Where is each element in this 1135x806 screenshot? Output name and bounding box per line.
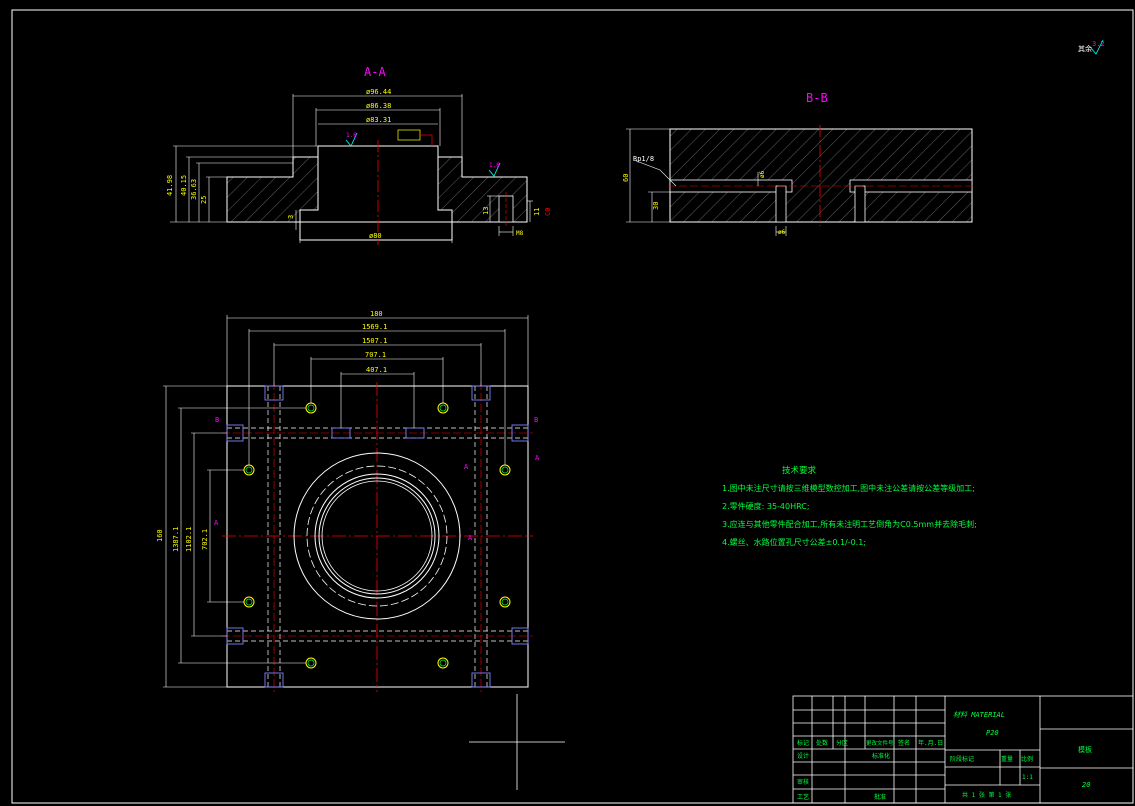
dim-aa-h3: 36.63 [190,179,198,200]
dim-plan-w3: 707.1 [365,351,386,359]
dim-aa-h2: 40.15 [180,175,188,196]
dim-aa-d3: ø83.31 [366,116,391,124]
section-bb-dims [626,128,787,236]
tb-mid-0: 标准化 [872,752,890,760]
corner-roughness: 其余 3.2 [1078,39,1105,55]
cad-crosshair [469,694,565,790]
dim-bb-hole: ø6 [759,170,766,178]
plan-marker-a-right-2: A [464,463,469,471]
dim-aa-step: 3 [287,215,295,219]
tb-stage-2: 比例 [1021,755,1033,763]
dim-aa-bottom: ø80 [369,232,382,240]
dim-aa-right-side: C0 [544,208,552,216]
tb-stage-1: 重量 [1001,755,1013,763]
tb-part-name: 模板 [1078,745,1092,754]
dim-plan-h3: 702.1 [201,529,209,550]
plan-ring-inner-3 [321,480,433,592]
title-block-text: 材料 MATERIAL P20 标记 处数 分区 更改文件号 签名 年.月.日 … [797,711,1092,801]
section-aa-label: A-A [364,65,386,79]
technical-notes: 技术要求 1.图中未注尺寸请按三维模型数控加工,图中未注公差请按公差等级加工; … [722,462,1042,552]
tb-quantity: 20 [1082,781,1090,789]
title-block [792,695,1134,804]
dim-aa-right-h: 11 [533,208,541,216]
section-aa-bore [317,145,439,157]
section-bb-port-right [854,185,866,223]
tb-hdr-3: 更改文件号 [866,739,894,747]
dim-plan-h1: 1387.1 [172,527,180,552]
tb-stage-0: 阶段标记 [950,755,974,763]
plan-view: B B A A A A 180 1569.1 1507.1 707.1 407.… [156,310,540,692]
dim-bb-thread: Rp1/8 [633,155,654,163]
plan-ring-inner-1 [314,473,440,599]
tb-mid-1: 批准 [874,793,886,801]
section-aa-datum-leader [420,134,433,146]
plan-dims [163,315,529,688]
section-aa-roughness-value-1: 1.6 [346,132,357,139]
plan-marker-a-left: A [214,519,219,527]
plan-marker-a-mid: A [468,534,473,542]
tb-sheet: 共 1 张 第 1 张 [962,791,1011,799]
dim-plan-h-total: 160 [156,529,164,542]
tb-left-0: 设计 [797,752,809,760]
dim-aa-hole-h: 13 [482,207,490,215]
section-bb-label: B-B [806,91,828,105]
plan-outline [226,385,529,688]
tb-hdr-0: 标记 [797,739,809,747]
plan-ports [226,385,529,688]
plan-ring-groove [306,465,448,607]
section-aa-bottom-step [299,221,453,241]
tb-left-2: 工艺 [797,793,809,801]
tb-left-1: 审核 [797,778,809,786]
tb-material-label: 材料 MATERIAL [953,711,1005,719]
drawing-frame [11,9,1134,804]
section-aa-roughness-value-2: 1.6 [489,162,500,169]
dim-plan-w-total: 180 [370,310,383,318]
dim-plan-w1: 1569.1 [362,323,387,331]
plan-channels [227,386,528,687]
tb-scale: 1:1 [1022,774,1033,781]
tb-hdr-2: 分区 [836,739,848,747]
section-aa-roughness-icon-1 [345,132,358,147]
technical-note-3: 3.应连与其他零件配合加工,所有未注明工艺倒角为C0.5mm并去除毛刺; [722,520,977,529]
dim-aa-d2: ø86.38 [366,102,391,110]
dim-aa-d1: ø96.44 [366,88,391,96]
technical-note-1: 1.图中未注尺寸请按三维模型数控加工,图中未注公差请按公差等级加工; [722,484,975,493]
dim-bb-h-lower: 30 [652,202,660,210]
corner-roughness-value: 3.2 [1092,40,1105,48]
plan-channel-centers [222,382,533,692]
plan-marker-a-right: A [535,454,540,462]
dim-plan-w4: 407.1 [366,366,387,374]
technical-note-4: 4.螺丝、水路位置孔尺寸公差±0.1/-0.1; [722,538,867,547]
corner-roughness-icon [1090,39,1104,55]
technical-notes-title: 技术要求 [782,466,817,476]
section-aa-dims [170,94,533,243]
plan-marker-b-left: B [215,416,219,424]
tb-hdr-5: 年.月.日 [918,739,943,747]
plan-marker-b-right: B [534,416,538,424]
dim-bb-h-total: 60 [622,174,630,182]
tb-hdr-4: 签名 [898,739,910,747]
section-bb-port-left [775,185,787,223]
dim-bb-port: ø6 [778,229,786,236]
tb-material-value: P20 [986,729,999,737]
tb-hdr-1: 处数 [816,739,828,747]
plan-ring-inner-2 [318,477,436,595]
dim-aa-hole-w: M8 [516,230,524,237]
section-aa-flatness-frame [397,129,421,141]
plan-ring-outer [293,452,461,620]
dim-aa-h1: 41.98 [166,175,174,196]
dim-aa-h4: 25 [200,196,208,204]
dim-plan-h2: 1102.1 [185,527,193,552]
dim-plan-w2: 1507.1 [362,337,387,345]
technical-note-2: 2.零件硬度: 35-40HRC; [722,502,810,511]
plan-bolt-holes-inner [245,404,509,667]
corner-roughness-label: 其余 [1078,44,1092,53]
section-bb: B-B Rp1/8 60 30 ø6 ø6 [622,91,974,236]
section-bb-body [669,128,973,223]
section-aa-roughness-icon-2 [488,162,501,177]
section-aa: A-A 1.6 1.6 ø96.44 ø86.38 [166,65,552,245]
